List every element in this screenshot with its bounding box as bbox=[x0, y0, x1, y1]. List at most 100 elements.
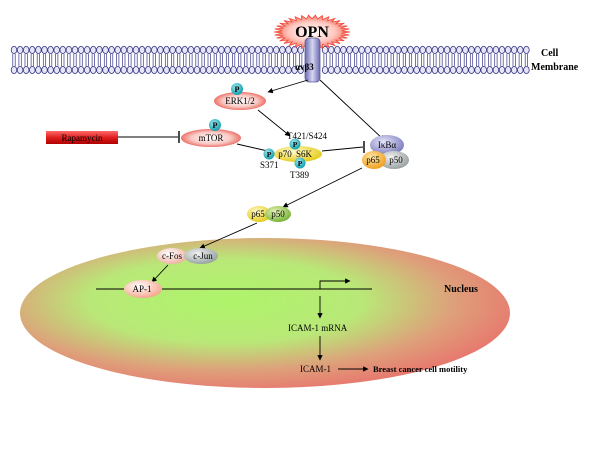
lipid-tail bbox=[286, 60, 291, 66]
lipid-head bbox=[291, 66, 298, 75]
lipid-tail bbox=[79, 54, 83, 60]
lipid-tail bbox=[415, 54, 419, 60]
nucleus-ellipse bbox=[20, 238, 510, 388]
lipid-tail bbox=[482, 54, 486, 60]
lipid-head bbox=[401, 66, 408, 75]
lipid-tail bbox=[110, 54, 114, 60]
lipid-head bbox=[157, 66, 164, 75]
lipid-tail bbox=[128, 60, 132, 66]
lipid-tail bbox=[61, 60, 65, 66]
lipid-tail bbox=[433, 60, 437, 66]
lipid-tail bbox=[427, 54, 431, 60]
lipid-head bbox=[468, 46, 475, 55]
lipid-tail bbox=[134, 54, 138, 60]
lipid-tail bbox=[42, 60, 47, 66]
lipid-tail bbox=[463, 54, 467, 60]
lipid-head bbox=[96, 46, 103, 55]
lipid-tail bbox=[518, 54, 522, 60]
lipid-head bbox=[230, 46, 237, 55]
lipid-tail bbox=[18, 54, 22, 60]
lipid-head bbox=[224, 66, 231, 75]
lipid-tail bbox=[384, 54, 388, 60]
lipid-head bbox=[389, 46, 396, 55]
motility-label: Breast cancer cell motility bbox=[373, 364, 468, 374]
lipid-head bbox=[370, 46, 378, 55]
lipid-tail bbox=[366, 54, 370, 60]
lipid-tail bbox=[488, 60, 492, 66]
lipid-head bbox=[41, 46, 48, 55]
s6k-phospho-left bbox=[263, 148, 275, 160]
lipid-head bbox=[273, 66, 280, 75]
lipid-tail bbox=[67, 60, 71, 66]
p65-node-cytosol bbox=[362, 151, 386, 169]
p50-label-cytosol: p50 bbox=[389, 155, 403, 165]
lipid-tail bbox=[488, 54, 492, 60]
lipid-head bbox=[236, 46, 243, 55]
lipid-head bbox=[205, 66, 213, 75]
lipid-tail bbox=[402, 54, 406, 60]
lipid-head bbox=[382, 66, 390, 75]
s6k-node bbox=[274, 146, 322, 162]
lipid-head bbox=[169, 66, 176, 75]
lipid-head bbox=[358, 66, 365, 75]
lipid-head bbox=[102, 66, 109, 75]
lipid-tail bbox=[171, 54, 175, 60]
lipid-tail bbox=[103, 60, 108, 66]
lipid-head bbox=[267, 46, 274, 55]
lipid-head bbox=[16, 66, 24, 75]
lipid-head bbox=[456, 46, 463, 55]
lipid-tail bbox=[30, 54, 34, 60]
lipid-tail bbox=[207, 54, 211, 60]
lipid-head bbox=[450, 66, 457, 75]
lipid-tail bbox=[201, 54, 205, 60]
lipid-head bbox=[486, 66, 493, 75]
lipid-tail bbox=[171, 60, 175, 66]
s6k-label: S6K bbox=[296, 149, 313, 159]
lipid-head bbox=[205, 46, 213, 55]
p50-label: p50 bbox=[271, 209, 285, 219]
lipid-head bbox=[334, 46, 341, 55]
lipid-tail bbox=[146, 54, 150, 60]
lipid-tail bbox=[323, 60, 327, 66]
lipid-tail bbox=[79, 60, 83, 66]
lipid-head bbox=[108, 66, 115, 75]
lipid-tail bbox=[262, 60, 266, 66]
lipid-tail bbox=[524, 54, 528, 60]
lipid-tail bbox=[341, 54, 345, 60]
lipid-tail bbox=[18, 60, 22, 66]
lipid-tail bbox=[299, 60, 303, 66]
lipid-head bbox=[77, 66, 85, 75]
lipid-head bbox=[407, 46, 414, 55]
lipid-tail bbox=[61, 54, 65, 60]
p65-node bbox=[247, 206, 271, 222]
inhibition-s6k-to-ikb bbox=[321, 146, 364, 152]
lipid-tail bbox=[335, 60, 339, 66]
lipid-head bbox=[260, 46, 268, 55]
lipid-tail bbox=[55, 60, 59, 66]
lipid-head bbox=[65, 66, 73, 75]
lipid-head bbox=[419, 66, 426, 75]
lipid-head bbox=[413, 66, 420, 75]
lipid-head bbox=[431, 46, 439, 55]
lipid-tail bbox=[329, 60, 333, 66]
lipid-tail bbox=[293, 60, 297, 66]
erk-phospho-badge bbox=[231, 83, 243, 95]
lipid-head bbox=[389, 66, 396, 75]
lipid-tail bbox=[244, 54, 248, 60]
lipid-head bbox=[71, 46, 79, 55]
lipid-tail bbox=[347, 60, 352, 66]
lipid-tail bbox=[427, 60, 431, 66]
lipid-head bbox=[413, 46, 420, 55]
lipid-head bbox=[181, 66, 188, 75]
lipid-tail bbox=[354, 60, 358, 66]
lipid-head bbox=[395, 66, 402, 75]
lipid-tail bbox=[73, 54, 77, 60]
mtor-phospho-badge bbox=[209, 119, 221, 131]
lipid-head bbox=[364, 66, 371, 75]
lipid-head bbox=[419, 46, 426, 55]
lipid-head bbox=[462, 46, 469, 55]
lipid-head bbox=[352, 46, 359, 55]
p50-node-cytosol bbox=[379, 151, 409, 169]
lipid-tail bbox=[250, 60, 254, 66]
lipid-tail bbox=[97, 54, 101, 60]
